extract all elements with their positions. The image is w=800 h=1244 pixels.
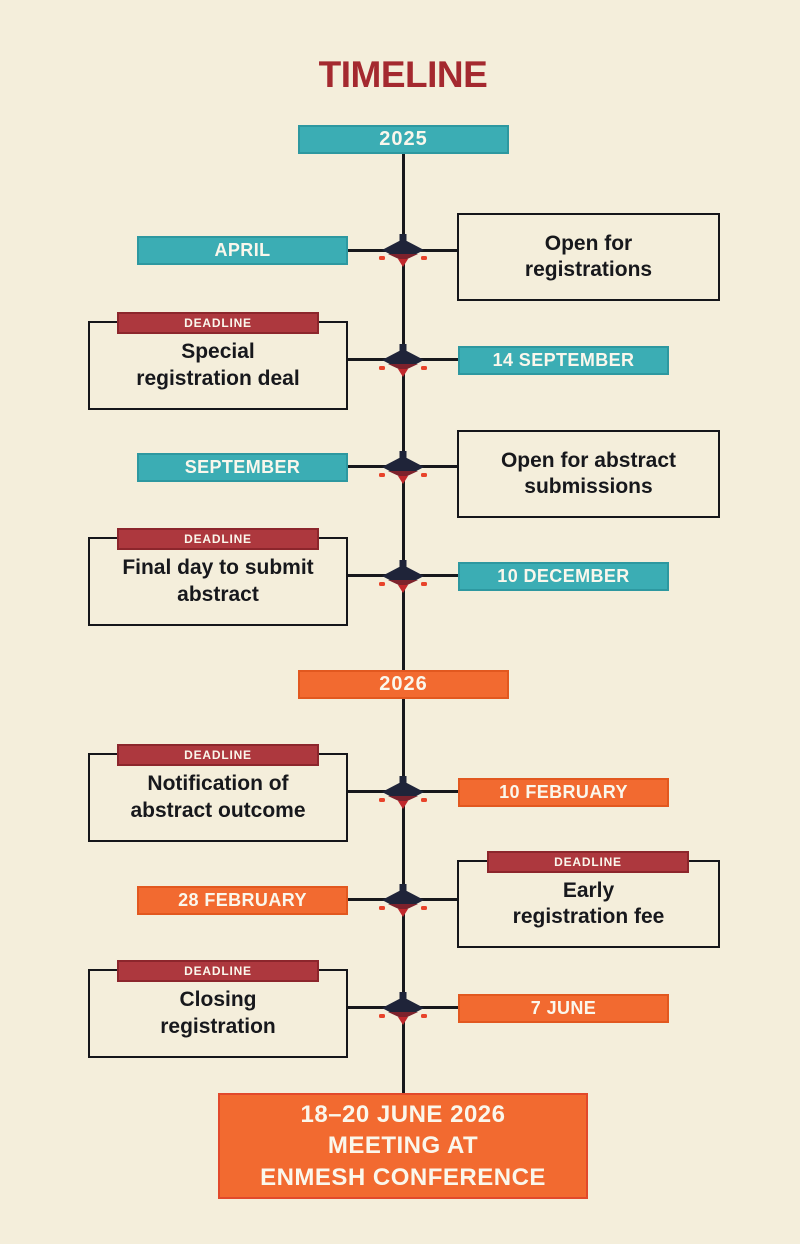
deadline-tag: DEADLINE xyxy=(487,851,689,873)
page-title: TIMELINE xyxy=(318,54,488,95)
deadline-tag: DEADLINE xyxy=(117,960,319,982)
event-box-open-abstract-submissions: Open for abstract submissions xyxy=(457,430,720,518)
event-box-special-registration-deal: Special registration deal xyxy=(88,321,348,410)
timeline-spine-line xyxy=(402,154,405,1093)
event-box-open-registrations: Open for registrations xyxy=(457,213,720,301)
date-badge-7-june: 7 JUNE xyxy=(458,994,669,1023)
date-badge-10-december: 10 DECEMBER xyxy=(458,562,669,591)
timeline-node-icon xyxy=(379,776,427,809)
year-badge-2026: 2026 xyxy=(298,670,509,699)
event-box-closing-registration: Closing registration xyxy=(88,969,348,1058)
date-badge-april: APRIL xyxy=(137,236,348,265)
timeline-node-icon xyxy=(379,992,427,1025)
timeline-node-icon xyxy=(379,884,427,917)
conference-footer-banner: 18–20 JUNE 2026 MEETING AT ENMESH CONFER… xyxy=(218,1093,588,1199)
event-box-notification-abstract-outcome: Notification of abstract outcome xyxy=(88,753,348,842)
deadline-tag: DEADLINE xyxy=(117,744,319,766)
date-badge-28-february: 28 FEBRUARY xyxy=(137,886,348,915)
date-badge-10-february: 10 FEBRUARY xyxy=(458,778,669,807)
timeline-node-icon xyxy=(379,344,427,377)
timeline-node-icon xyxy=(379,234,427,267)
year-badge-2025: 2025 xyxy=(298,125,509,154)
deadline-tag: DEADLINE xyxy=(117,312,319,334)
timeline-node-icon xyxy=(379,560,427,593)
date-badge-14-september: 14 SEPTEMBER xyxy=(458,346,669,375)
timeline-node-icon xyxy=(379,451,427,484)
event-box-early-registration-fee: Early registration fee xyxy=(457,860,720,948)
deadline-tag: DEADLINE xyxy=(117,528,319,550)
event-box-final-day-submit-abstract: Final day to submit abstract xyxy=(88,537,348,626)
date-badge-september: SEPTEMBER xyxy=(137,453,348,482)
